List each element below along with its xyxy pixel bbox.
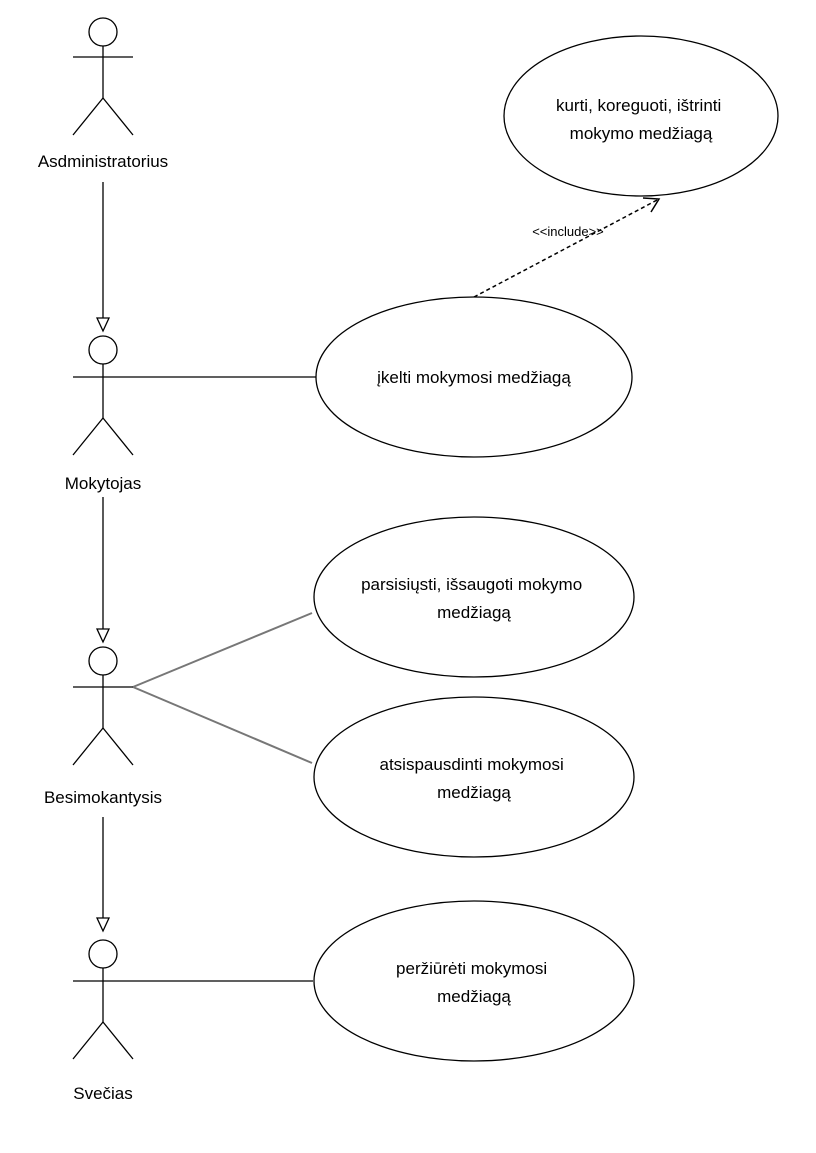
use-case-print[interactable]: atsispausdinti mokymosi medžiagą — [313, 696, 635, 858]
actor-learner[interactable]: Besimokantysis — [44, 646, 162, 807]
use-case-upload[interactable]: įkelti mokymosi medžiagą — [315, 296, 633, 458]
actor-guest[interactable]: Svečias — [72, 939, 134, 1103]
generalization-admin-teacher — [95, 182, 111, 333]
stick-figure-icon — [72, 646, 134, 766]
actor-label: Svečias — [73, 1084, 133, 1103]
include-label: <<include>> — [532, 224, 604, 239]
generalization-learner-guest — [95, 817, 111, 933]
actor-teacher[interactable]: Mokytojas — [65, 335, 142, 493]
actor-label: Mokytojas — [65, 474, 142, 493]
use-case-download[interactable]: parsisiųsti, išsaugoti mokymo medžiagą — [313, 516, 635, 678]
use-case-label: kurti, koreguoti, ištrinti mokymo medžia… — [556, 96, 726, 143]
use-case-manage[interactable]: kurti, koreguoti, ištrinti mokymo medžia… — [503, 35, 779, 197]
use-case-label: įkelti mokymosi medžiagą — [377, 368, 571, 387]
include-dependency — [473, 197, 661, 298]
actor-label: Asdministratorius — [38, 152, 168, 171]
stick-figure-icon — [72, 17, 134, 136]
use-case-label: parsisiųsti, išsaugoti mokymo medžiagą — [361, 575, 587, 622]
generalization-teacher-learner — [95, 497, 111, 644]
stick-figure-icon — [72, 335, 134, 456]
use-case-view[interactable]: peržiūrėti mokymosi medžiagą — [313, 900, 635, 1062]
actor-administrator[interactable]: Asdministratorius — [38, 17, 168, 171]
stick-figure-icon — [72, 939, 134, 1060]
actor-label: Besimokantysis — [44, 788, 162, 807]
association-learner-download — [132, 612, 313, 688]
use-case-label: peržiūrėti mokymosi medžiagą — [396, 959, 552, 1006]
association-learner-print — [132, 686, 313, 764]
use-case-label: atsispausdinti mokymosi medžiagą — [380, 755, 569, 802]
